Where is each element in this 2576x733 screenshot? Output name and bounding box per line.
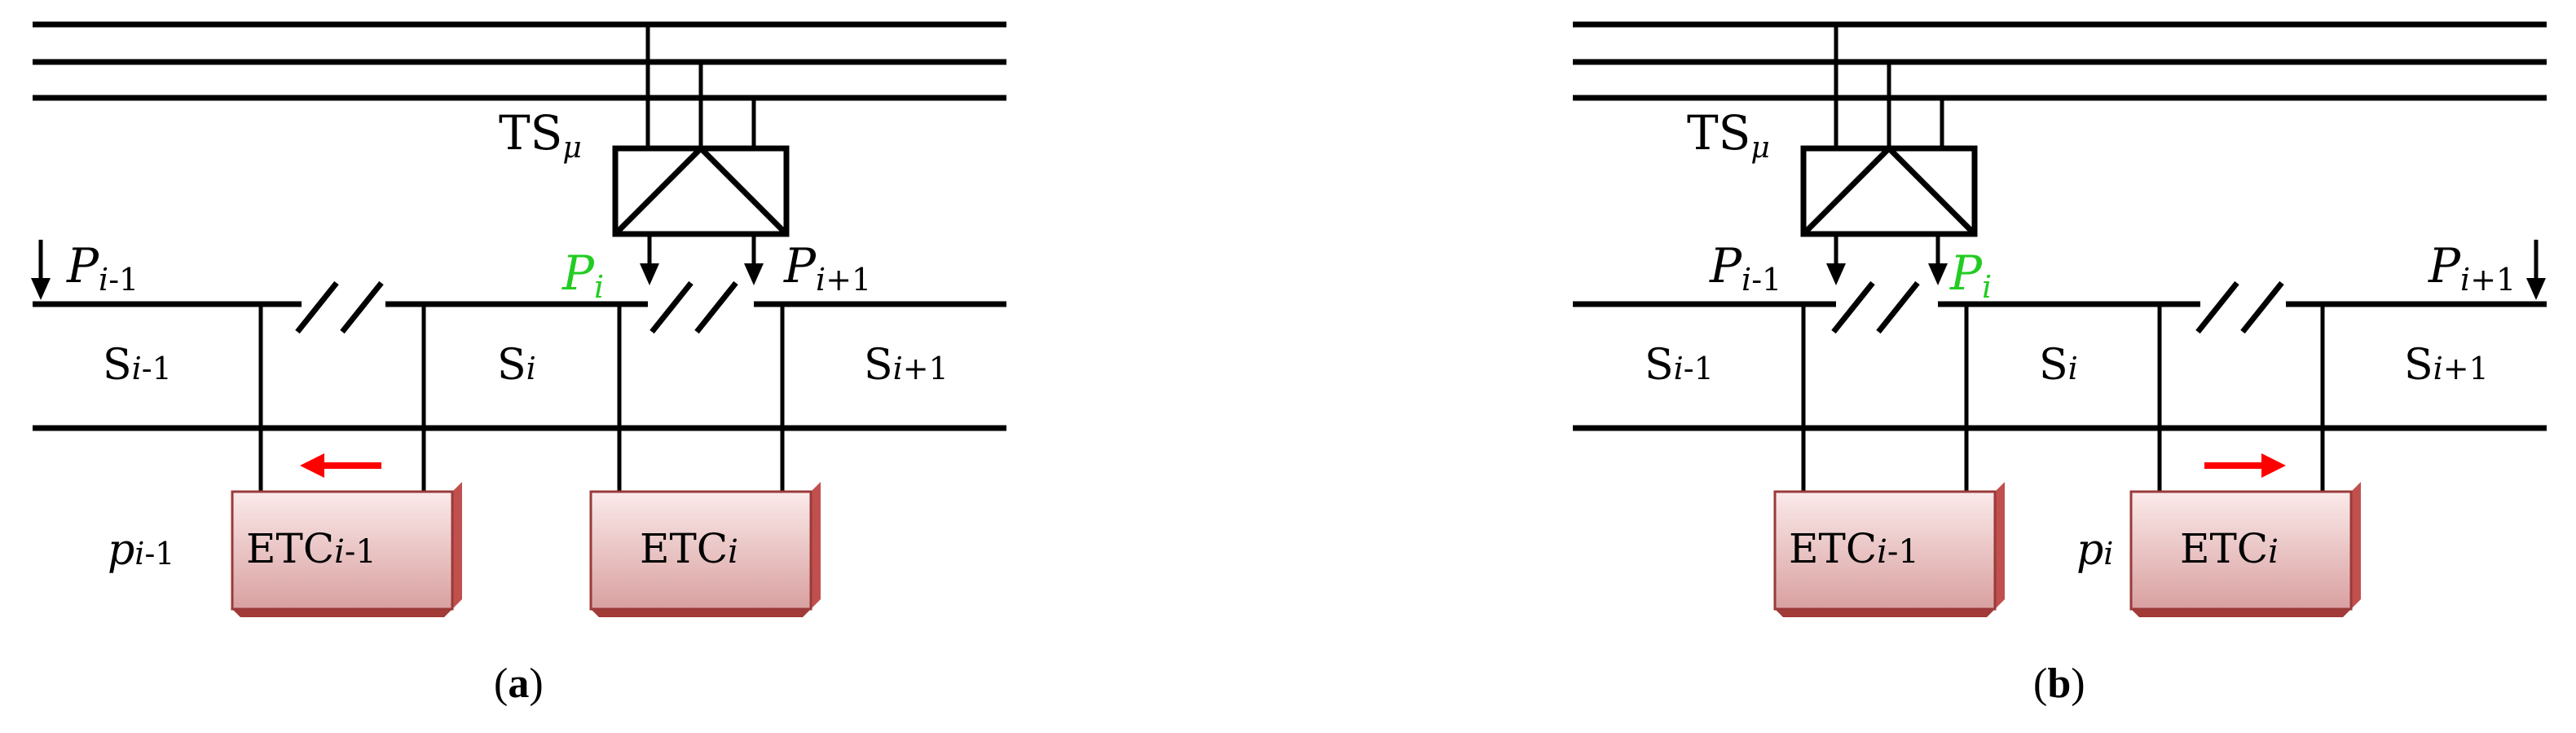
etc-box-i bbox=[589, 482, 821, 617]
power-label-pi-1-a: Pi-1 bbox=[66, 238, 139, 298]
panel-b: TSμ Pi-1 Pi Pi+1 Si-1 Si Si+1 ETCi-1 ETC… bbox=[1573, 21, 2547, 707]
caption-b: (b) bbox=[2033, 660, 2085, 707]
power-label-pi+1-a: Pi+1 bbox=[783, 238, 871, 298]
section-gaps bbox=[295, 280, 738, 334]
p-label-b: pi bbox=[2076, 526, 2113, 575]
direction-arrow-right bbox=[2204, 453, 2286, 478]
transformer-symbol bbox=[612, 144, 790, 237]
etc-label-i-a: ETCi bbox=[640, 525, 738, 572]
etc-connections bbox=[1801, 304, 2325, 492]
pi-1-arrow bbox=[31, 240, 51, 300]
power-label-pi-1-b: Pi-1 bbox=[1709, 238, 1781, 298]
section-label-si+1-a: Si+1 bbox=[864, 341, 949, 390]
section-label-si-a: Si bbox=[497, 341, 536, 390]
three-phase-bus bbox=[33, 21, 1006, 101]
pi+1-arrow bbox=[2526, 240, 2546, 300]
caption-a: (a) bbox=[494, 660, 544, 707]
section-label-si-1-a: Si-1 bbox=[103, 341, 172, 390]
etc-connections bbox=[258, 304, 785, 492]
feeder-lines bbox=[1834, 234, 1940, 265]
etc-label-i-1-a: ETCi-1 bbox=[246, 525, 376, 572]
p-label-a: pi-1 bbox=[108, 526, 174, 575]
feeder-arrows bbox=[1826, 263, 1948, 285]
etc-label-i-b: ETCi bbox=[2180, 525, 2279, 572]
feeder-arrows bbox=[640, 263, 764, 285]
section-label-si+1-b: Si+1 bbox=[2404, 341, 2489, 390]
transformer-label-b: TSμ bbox=[1687, 105, 1770, 165]
feeder-lines bbox=[647, 234, 756, 265]
etc-box-i-1 bbox=[231, 482, 462, 617]
panel-a: TSμ Pi-1 Pi Pi+1 Si-1 Si Si+1 ETCi-1 ETC… bbox=[31, 21, 1006, 707]
direction-arrow-left bbox=[300, 453, 381, 478]
transformer-label-a: TSμ bbox=[499, 105, 582, 165]
transformer-symbol bbox=[1800, 144, 1978, 237]
etc-box-i-1 bbox=[1773, 482, 2005, 617]
etc-label-i-1-b: ETCi-1 bbox=[1789, 525, 1919, 572]
etc-box-i bbox=[2129, 482, 2361, 617]
three-phase-bus bbox=[1573, 21, 2547, 101]
section-label-si-b: Si bbox=[2039, 341, 2078, 390]
transformer-leads bbox=[645, 24, 756, 148]
section-gaps bbox=[1831, 280, 2284, 334]
power-label-pi-b: Pi bbox=[1949, 245, 1992, 305]
power-label-pi+1-b: Pi+1 bbox=[2428, 238, 2516, 298]
power-label-pi-a: Pi bbox=[561, 245, 604, 305]
transformer-leads bbox=[1834, 24, 1944, 148]
section-label-si-1-b: Si-1 bbox=[1645, 341, 1714, 390]
